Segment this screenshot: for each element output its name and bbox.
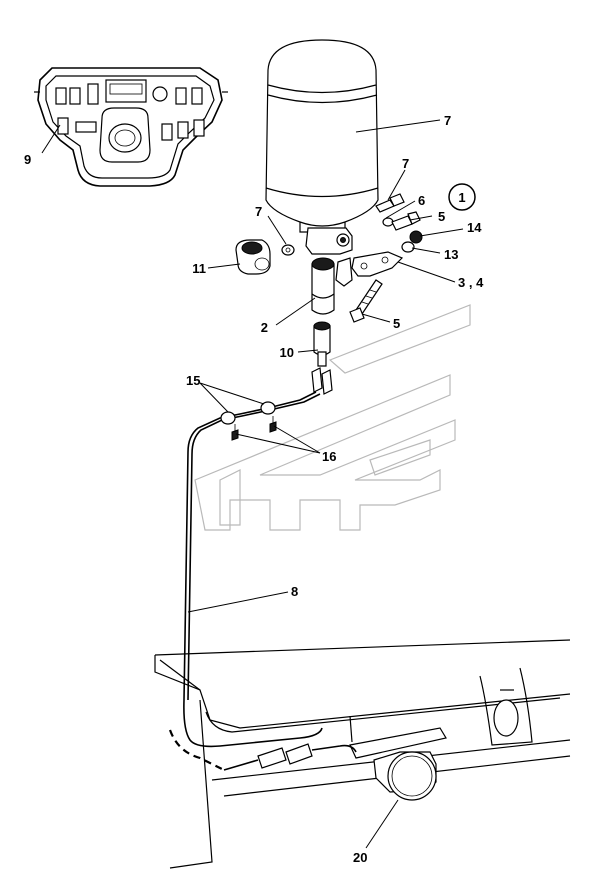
callout-labels: 1 2 3 , 4 5 5 6 7 7 7 8 9 10 11 13 14 15… bbox=[24, 113, 484, 865]
callout-5-upper: 5 bbox=[438, 209, 445, 224]
callout-11: 11 bbox=[192, 261, 206, 276]
callout-6: 6 bbox=[418, 193, 425, 208]
callout-8: 8 bbox=[291, 584, 298, 599]
watermark-logo bbox=[194, 304, 471, 531]
callout-20: 20 bbox=[353, 850, 367, 865]
callout-5-lower: 5 bbox=[393, 316, 400, 331]
beacon-lamp bbox=[265, 39, 379, 255]
callout-7-washer: 7 bbox=[255, 204, 262, 219]
callout-7-lamp: 7 bbox=[444, 113, 451, 128]
cable-harness bbox=[168, 367, 357, 771]
callout-16: 16 bbox=[322, 449, 336, 464]
callout-3-4: 3 , 4 bbox=[458, 275, 484, 290]
rear-lamp-20 bbox=[373, 751, 437, 801]
callout-14: 14 bbox=[467, 220, 482, 235]
callout-9: 9 bbox=[24, 152, 31, 167]
callout-circle-1 bbox=[448, 183, 476, 211]
vehicle-frame bbox=[154, 639, 571, 869]
callout-10: 10 bbox=[280, 345, 294, 360]
socket-2 bbox=[311, 257, 335, 315]
leader-lines bbox=[41, 119, 464, 849]
callout-15: 15 bbox=[186, 373, 200, 388]
callout-1: 1 bbox=[458, 190, 465, 205]
dashboard-panel bbox=[34, 67, 228, 187]
mounting-hardware bbox=[281, 193, 423, 323]
callout-2: 2 bbox=[261, 320, 268, 335]
connector-11 bbox=[235, 239, 271, 275]
plug-10 bbox=[313, 321, 331, 367]
callout-13: 13 bbox=[444, 247, 458, 262]
callout-7-bolt: 7 bbox=[402, 156, 409, 171]
